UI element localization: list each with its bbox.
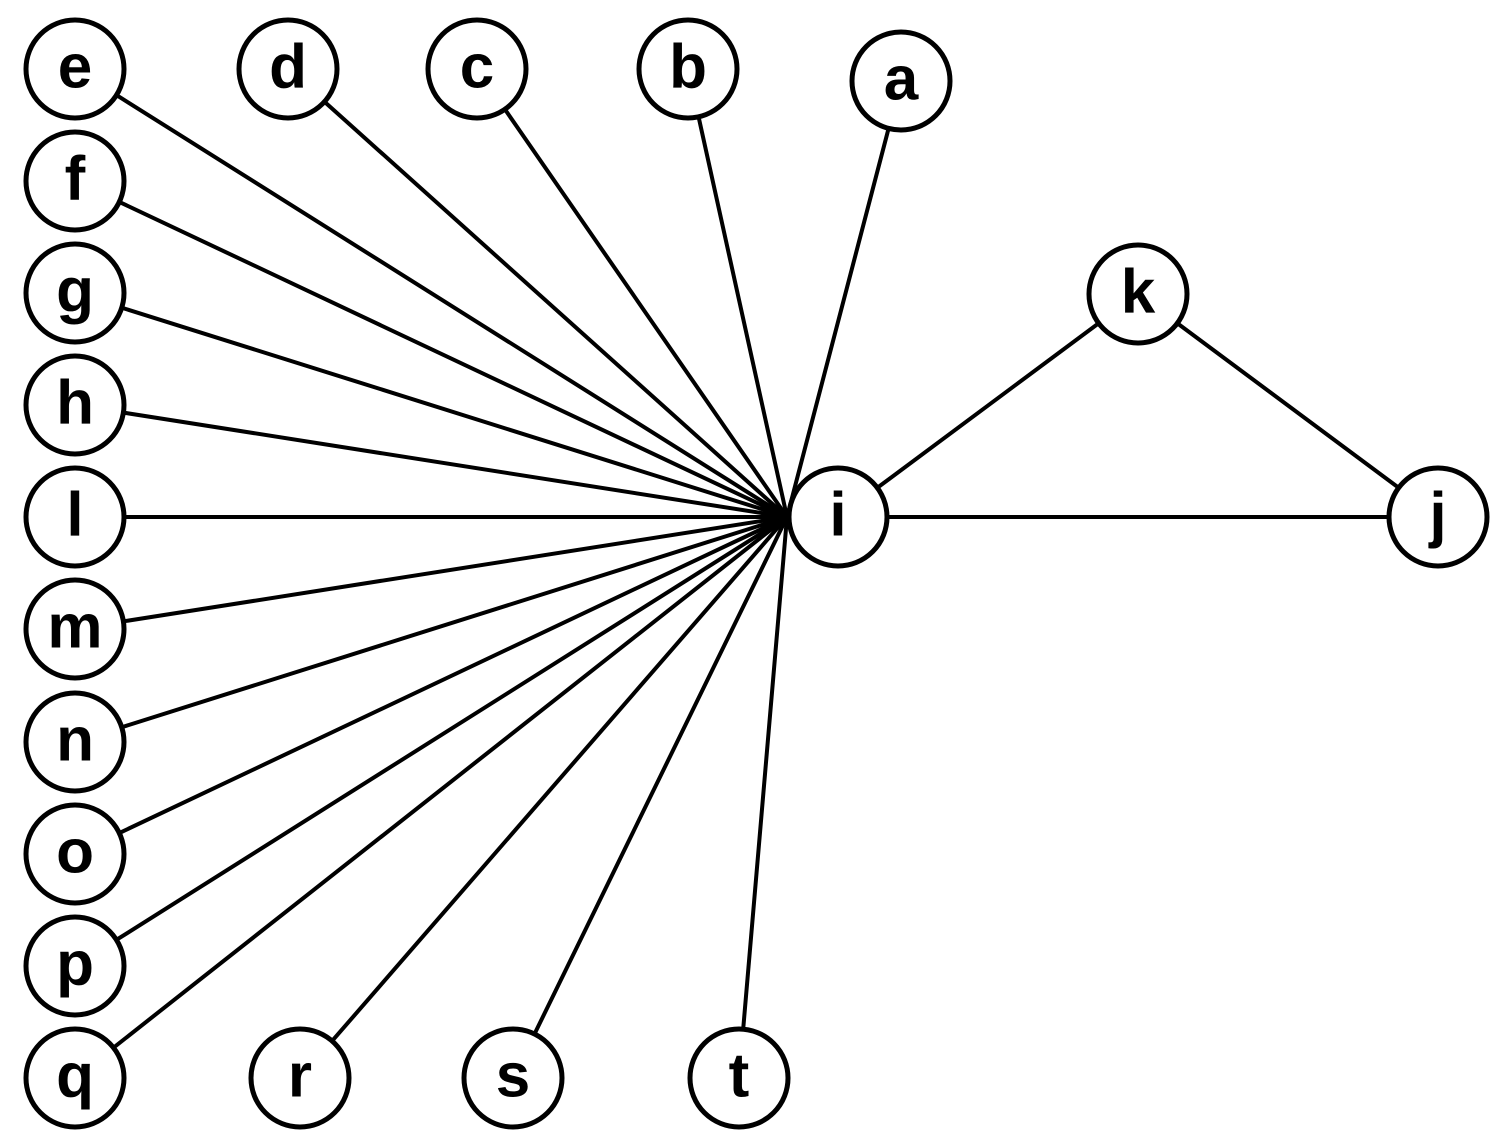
- node-circle-i: [786, 465, 890, 569]
- node-circle-g: [23, 241, 127, 345]
- node-b: b: [636, 17, 740, 121]
- node-m: m: [23, 577, 127, 681]
- node-j: j: [1386, 465, 1490, 569]
- node-a: a: [849, 29, 953, 133]
- node-t: t: [687, 1026, 791, 1130]
- edge-b-i: [696, 114, 789, 519]
- edge-c-i: [502, 107, 789, 519]
- node-circle-c: [425, 17, 529, 121]
- node-label-j: j: [1428, 481, 1446, 550]
- node-label-b: b: [669, 33, 707, 102]
- node-label-t: t: [729, 1042, 750, 1111]
- edge-d-i: [322, 99, 789, 519]
- node-i: i: [786, 465, 890, 569]
- node-circle-f: [23, 129, 127, 233]
- node-label-e: e: [58, 33, 92, 102]
- node-e: e: [23, 17, 127, 121]
- node-circle-b: [636, 17, 740, 121]
- node-o: o: [23, 802, 127, 906]
- node-s: s: [461, 1026, 565, 1130]
- edge-t-i: [741, 515, 789, 1032]
- node-n: n: [23, 690, 127, 794]
- node-label-d: d: [269, 33, 307, 102]
- edge-h-i: [121, 410, 789, 519]
- node-label-a: a: [884, 45, 919, 114]
- node-k: k: [1086, 242, 1190, 346]
- edge-m-i: [121, 515, 789, 624]
- edge-q-i: [111, 515, 789, 1050]
- node-circle-p: [23, 914, 127, 1018]
- node-circle-k: [1086, 242, 1190, 346]
- edge-s-i: [532, 515, 789, 1036]
- node-circle-m: [23, 577, 127, 681]
- node-circle-t: [687, 1026, 791, 1130]
- edge-a-i: [785, 126, 891, 519]
- node-label-c: c: [460, 33, 494, 102]
- node-circle-s: [461, 1026, 565, 1130]
- node-circle-r: [248, 1026, 352, 1130]
- node-circle-j: [1386, 465, 1490, 569]
- node-circle-h: [23, 353, 127, 457]
- node-circle-l: [23, 465, 127, 569]
- node-circle-a: [849, 29, 953, 133]
- node-label-r: r: [288, 1042, 312, 1111]
- node-q: q: [23, 1026, 127, 1130]
- node-circle-n: [23, 690, 127, 794]
- node-label-f: f: [65, 145, 86, 214]
- node-label-s: s: [496, 1042, 530, 1111]
- node-label-g: g: [56, 257, 94, 326]
- node-circle-e: [23, 17, 127, 121]
- node-label-i: i: [829, 481, 846, 550]
- edge-r-i: [330, 515, 789, 1043]
- node-f: f: [23, 129, 127, 233]
- edge-e-i: [114, 93, 789, 519]
- node-circle-d: [236, 17, 340, 121]
- edge-o-i: [117, 515, 789, 836]
- node-label-k: k: [1121, 258, 1156, 327]
- node-c: c: [425, 17, 529, 121]
- node-label-h: h: [56, 369, 94, 438]
- node-label-p: p: [56, 930, 94, 999]
- node-label-o: o: [56, 818, 94, 887]
- edge-g-i: [119, 305, 789, 519]
- node-r: r: [248, 1026, 352, 1130]
- node-label-q: q: [56, 1042, 94, 1111]
- edge-f-i: [117, 199, 789, 519]
- edge-p-i: [114, 515, 789, 942]
- edges-layer: [111, 93, 1401, 1050]
- node-label-n: n: [56, 706, 94, 775]
- node-g: g: [23, 241, 127, 345]
- node-d: d: [236, 17, 340, 121]
- node-p: p: [23, 914, 127, 1018]
- node-label-l: l: [66, 481, 83, 550]
- node-circle-q: [23, 1026, 127, 1130]
- node-label-m: m: [47, 593, 102, 662]
- edge-i-k: [875, 321, 1101, 490]
- node-l: l: [23, 465, 127, 569]
- edge-k-j: [1175, 321, 1401, 490]
- node-h: h: [23, 353, 127, 457]
- edge-n-i: [119, 515, 789, 730]
- node-circle-o: [23, 802, 127, 906]
